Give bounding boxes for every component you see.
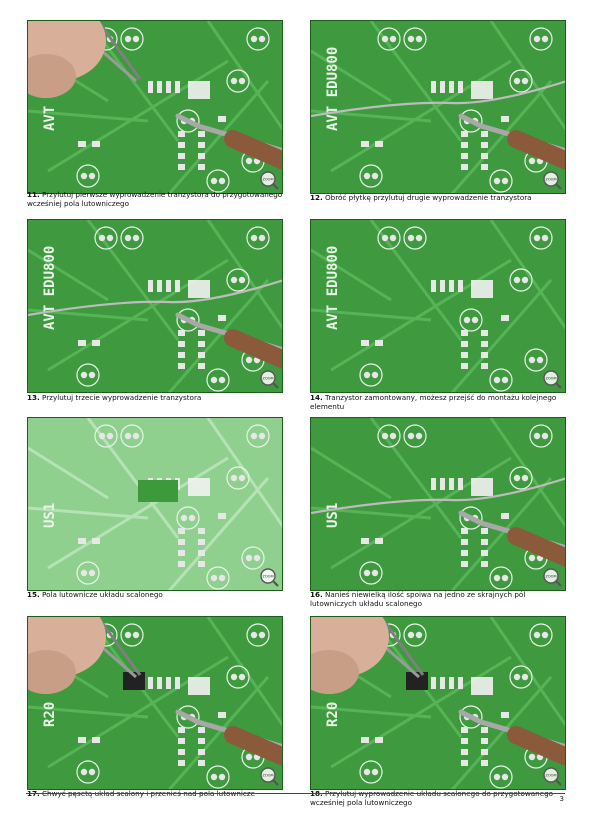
svg-text:ZOOM: ZOOM: [545, 178, 556, 182]
step-text: Pola lutownicze układu scalonego: [39, 590, 163, 599]
step-text: Przylutuj wyprowadzenie układu scalonego…: [310, 789, 554, 807]
step-caption: 16. Nanieś niewielką ilość spoiwa na jed…: [310, 590, 570, 608]
step-number: 15.: [27, 590, 40, 599]
board-silkscreen-text: AVT EDU800: [325, 246, 341, 330]
zoom-icon[interactable]: ZOOM: [259, 567, 279, 587]
svg-text:ZOOM: ZOOM: [262, 575, 273, 579]
zoom-icon[interactable]: ZOOM: [542, 567, 562, 587]
zoom-icon[interactable]: ZOOM: [259, 766, 279, 786]
board-silkscreen-text: US1: [325, 503, 341, 528]
step-text: Obróć płytkę przylutuj drugie wyprowadze…: [322, 193, 532, 202]
board-silkscreen-text: R20: [325, 702, 341, 727]
board-silkscreen-text: R20: [42, 702, 58, 727]
footer-rule: [26, 793, 565, 794]
step-text: Tranzystor zamontowany, możesz przejść d…: [310, 393, 557, 411]
step-number: 16.: [310, 590, 323, 599]
zoom-icon[interactable]: ZOOM: [542, 766, 562, 786]
step-caption: 15. Pola lutownicze układu scalonego: [27, 590, 287, 599]
step-number: 13.: [27, 393, 40, 402]
zoom-icon[interactable]: ZOOM: [542, 170, 562, 190]
step-text: Przylutuj trzecie wyprowadzenie tranzyst…: [39, 393, 202, 402]
board-silkscreen-text: AVT EDU800: [325, 47, 341, 131]
step-caption: 14. Tranzystor zamontowany, możesz przej…: [310, 393, 570, 411]
step-number: 14.: [310, 393, 323, 402]
svg-text:ZOOM: ZOOM: [262, 178, 273, 182]
board-silkscreen-text: US1: [42, 503, 58, 528]
step-caption: 11. Przylutuj pierwsze wyprowadzenie tra…: [27, 190, 287, 208]
step-text: Przylutuj pierwsze wyprowadzenie tranzys…: [27, 190, 283, 208]
step-caption: 12. Obróć płytkę przylutuj drugie wyprow…: [310, 193, 570, 202]
board-silkscreen-text: AVT EDU800: [42, 246, 58, 330]
zoom-icon[interactable]: ZOOM: [542, 369, 562, 389]
zoom-icon[interactable]: ZOOM: [259, 369, 279, 389]
svg-text:ZOOM: ZOOM: [262, 774, 273, 778]
step-caption: 13. Przylutuj trzecie wyprowadzenie tran…: [27, 393, 287, 402]
step-number: 11.: [27, 190, 40, 199]
svg-text:ZOOM: ZOOM: [545, 774, 556, 778]
svg-text:ZOOM: ZOOM: [545, 377, 556, 381]
step-caption: 18. Przylutuj wyprowadzenie układu scalo…: [310, 789, 570, 807]
zoom-icon[interactable]: ZOOM: [259, 170, 279, 190]
step-text: Nanieś niewielką ilość spoiwa na jedno z…: [310, 590, 526, 608]
svg-text:ZOOM: ZOOM: [545, 575, 556, 579]
svg-text:ZOOM: ZOOM: [262, 377, 273, 381]
page-number: 3: [559, 795, 564, 803]
step-number: 12.: [310, 193, 323, 202]
